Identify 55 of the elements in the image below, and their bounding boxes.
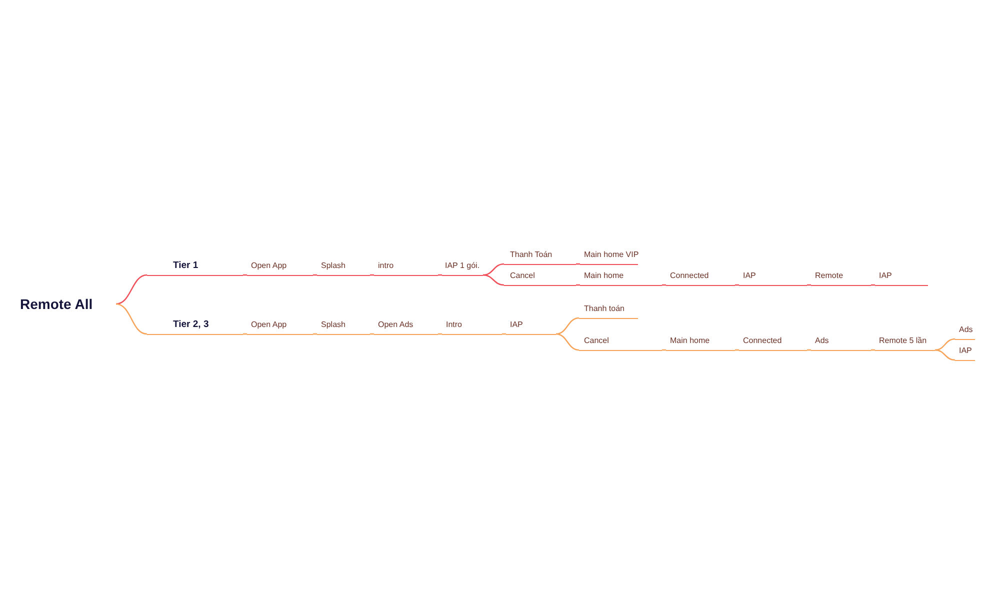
branch-line: [556, 317, 580, 335]
topic-label: Main home: [580, 270, 662, 286]
branch-line: [116, 303, 148, 335]
branch-line: [576, 263, 580, 265]
topic-label: Splash: [317, 260, 370, 276]
topic-label: IAP: [506, 318, 556, 335]
topic-label: Thanh Toán: [504, 248, 576, 265]
branch-line: [438, 333, 442, 335]
topic-label: IAP: [955, 344, 975, 361]
topic-label: Cancel: [504, 270, 576, 286]
branch-line: [807, 349, 811, 351]
topic-label: Intro: [442, 318, 502, 335]
topic-label: Open Ads: [374, 318, 438, 335]
branch-line: [934, 338, 956, 351]
branch-line: [116, 274, 148, 305]
branch-line: [871, 349, 875, 351]
branch-line: [370, 274, 374, 276]
topic-label: IAP: [739, 270, 807, 286]
topic-label: intro: [374, 260, 438, 276]
branch-line: [735, 349, 739, 351]
topic-label: Remote: [811, 270, 871, 286]
topic-label: IAP 1 gói.: [442, 260, 483, 276]
topic-label: Thanh toán: [579, 302, 638, 319]
topic-label: Cancel: [579, 334, 662, 351]
topic-label: Main home VIP: [580, 248, 638, 265]
branch-line: [662, 349, 666, 351]
topic-label: IAP: [875, 270, 928, 286]
branch-line: [482, 274, 504, 286]
branch-line: [576, 284, 580, 286]
branch-line: [243, 333, 247, 335]
topic-label: Tier 1: [147, 260, 243, 276]
branch-line: [662, 284, 666, 286]
branch-line: [438, 274, 442, 276]
topic-label: Ads: [811, 334, 871, 351]
topic-label: Connected: [666, 270, 735, 286]
branch-line: [370, 333, 374, 335]
branch-line: [482, 263, 504, 276]
topic-label: Connected: [739, 334, 807, 351]
topic-label: Main home: [666, 334, 735, 351]
branch-line: [934, 349, 956, 361]
branch-line: [313, 274, 317, 276]
branch-line: [735, 284, 739, 286]
topic-label: Remote 5 lần: [875, 334, 935, 351]
branch-line: [807, 284, 811, 286]
branch-line: [313, 333, 317, 335]
topic-label: Open App: [247, 318, 313, 335]
branch-line: [556, 333, 580, 351]
topic-label: Open App: [247, 260, 313, 276]
topic-label: Ads: [955, 324, 975, 340]
branch-line: [871, 284, 875, 286]
branch-line: [243, 274, 247, 276]
topic-label: Splash: [317, 318, 370, 335]
root-topic: Remote All: [20, 294, 114, 314]
branch-line: [502, 333, 506, 335]
topic-label: Tier 2, 3: [147, 318, 243, 335]
